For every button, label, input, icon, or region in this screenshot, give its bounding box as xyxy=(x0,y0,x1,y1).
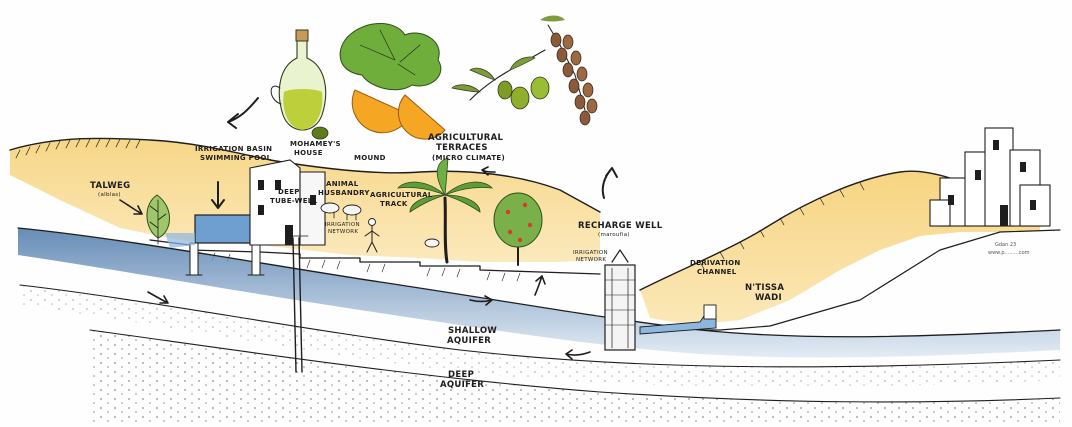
label-mohameys-house-1: MOHAMEY'S xyxy=(290,140,341,148)
signature-url: www.p.........com xyxy=(988,250,1030,256)
label-irrigation-basin-1: IRRIGATION BASIN xyxy=(195,145,272,153)
leaf-tree-icon xyxy=(146,194,170,245)
farmer-icon xyxy=(364,218,380,253)
label-irrigation-network-1b: NETWORK xyxy=(328,229,358,235)
palm-tree-icon xyxy=(397,157,493,264)
deep-tube-well xyxy=(285,235,309,373)
label-derivation-channel-2: CHANNEL xyxy=(697,268,737,276)
label-ntissa-wadi-2: WADI xyxy=(755,293,782,303)
village-houses-icon xyxy=(929,127,1051,227)
curved-arrow-icon xyxy=(119,97,591,360)
label-talweg: TALWEG xyxy=(90,181,130,191)
mohameys-house xyxy=(249,159,326,246)
label-agricultural-terraces-3: (MICRO CLIMATE) xyxy=(432,154,505,162)
label-mohameys-house-2: HOUSE xyxy=(294,149,323,157)
sheep-icon xyxy=(320,202,440,248)
label-deep-aquifer-2: AQUIFER xyxy=(440,380,484,390)
derivation-channel xyxy=(639,304,717,335)
label-agricultural-track-2: TRACK xyxy=(380,200,408,208)
label-ntissa-wadi-1: N'TISSA xyxy=(745,283,784,293)
diagram-labels: TALWEG (alblas) IRRIGATION BASIN SWIMMIN… xyxy=(90,133,1030,390)
label-irrigation-network-1a: IRRIGATION xyxy=(325,222,360,228)
down-arrow-icon xyxy=(211,181,225,209)
label-mound: MOUND xyxy=(354,154,386,162)
label-irrigation-network-2a: IRRIGATION xyxy=(573,250,608,256)
dates-cluster-icon xyxy=(540,15,598,126)
label-talweg-sub: (alblas) xyxy=(98,192,121,198)
label-deep-tube-well-1: DEEP xyxy=(278,188,300,196)
up-arrow-icon xyxy=(601,167,618,199)
label-irrigation-basin-2: SWIMMING POOL xyxy=(200,154,272,162)
label-animal-husbandry-2: HUSBANDRY xyxy=(318,189,370,197)
irrigation-basin xyxy=(165,181,265,276)
shallow-aquifer-band xyxy=(17,227,1061,358)
orange-mint-icon xyxy=(339,23,446,140)
label-shallow-aquifer-1: SHALLOW xyxy=(448,326,497,336)
label-agricultural-track-1: AGRICULTURAL xyxy=(370,191,433,199)
label-recharge-well-sub: (maroufia) xyxy=(598,232,630,238)
olive-oil-bottle-icon xyxy=(270,29,329,140)
signature-initials: Gdan 23 xyxy=(995,242,1016,248)
recharge-well xyxy=(601,167,636,351)
fruit-tree-icon xyxy=(493,192,543,266)
label-deep-aquifer-1: DEEP xyxy=(448,370,474,380)
label-agricultural-terraces-2: TERRACES xyxy=(436,143,488,153)
olive-branch-icon xyxy=(451,49,550,110)
label-agricultural-terraces-1: AGRICULTURAL xyxy=(428,133,504,143)
label-irrigation-network-2b: NETWORK xyxy=(576,257,606,263)
label-derivation-channel-1: DERIVATION xyxy=(690,259,741,267)
aquifer-layers xyxy=(19,284,1061,425)
label-deep-tube-well-2: TUBE-WELL xyxy=(270,197,318,205)
label-animal-husbandry-1: ANIMAL xyxy=(326,180,359,188)
label-shallow-aquifer-2: AQUIFER xyxy=(447,336,491,346)
label-recharge-well: RECHARGE WELL xyxy=(578,221,663,231)
